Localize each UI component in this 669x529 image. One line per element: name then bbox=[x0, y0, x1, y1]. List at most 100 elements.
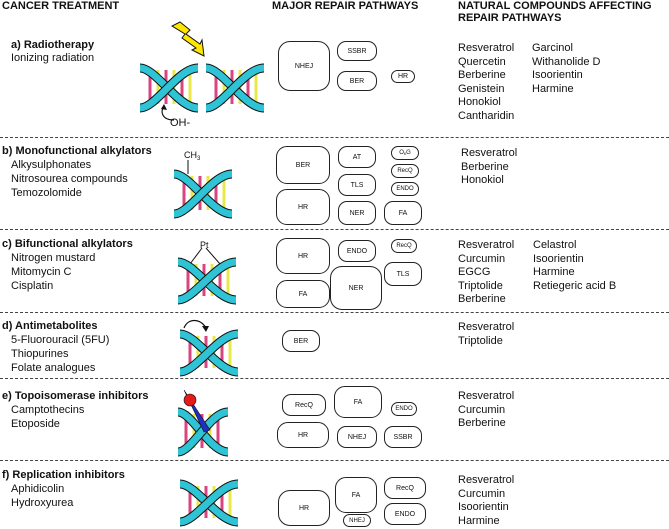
compound-item: Genistein bbox=[458, 82, 505, 95]
lightning-icon bbox=[170, 21, 205, 57]
pathway-hr: HR bbox=[277, 422, 329, 448]
pathway-endo: ENDO bbox=[391, 402, 417, 416]
compound-list-1: Resveratrol Curcumin Isoorientin Harmine bbox=[458, 474, 514, 528]
dna-helix-icon bbox=[179, 319, 239, 377]
compound-item: Resveratrol bbox=[458, 321, 515, 333]
pathway-ber: BER bbox=[276, 146, 330, 184]
dna-helix-icon bbox=[205, 63, 265, 113]
treatment-item: Nitrosourea compounds bbox=[11, 173, 128, 185]
section-title: b) Monofunctional alkylators bbox=[2, 145, 152, 157]
treatment-item: Camptothecins bbox=[11, 404, 85, 416]
compound-item: Resveratrol bbox=[458, 239, 515, 251]
compound-list-2: Garcinol Withanolide D Isoorientin Harmi… bbox=[532, 42, 600, 96]
compound-item: Isoorientin bbox=[533, 252, 584, 265]
treatment-item: Etoposide bbox=[11, 418, 60, 430]
treatment-item: 5-Fluorouracil (5FU) bbox=[11, 334, 110, 346]
header-natural-compounds-1: NATURAL COMPOUNDS AFFECTING bbox=[458, 0, 652, 12]
pathway-ssbr: SSBR bbox=[384, 426, 422, 448]
compound-item: Harmine bbox=[533, 266, 575, 278]
header-major-repair-pathways: MAJOR REPAIR PATHWAYS bbox=[272, 0, 419, 12]
compound-list-1: Resveratrol Berberine Honokiol bbox=[461, 147, 517, 188]
compound-item: Curcumin bbox=[458, 487, 506, 500]
compound-item: Isoorientin bbox=[532, 69, 583, 81]
svg-text:CH3: CH3 bbox=[184, 150, 201, 162]
pathway-fa: FA bbox=[384, 201, 422, 225]
pathway-tls: TLS bbox=[338, 174, 376, 196]
compound-item: Harmine bbox=[458, 514, 500, 527]
compound-item: Quercetin bbox=[458, 55, 506, 68]
compound-item: Honokiol bbox=[461, 174, 504, 186]
pathway-hr: HR bbox=[276, 189, 330, 225]
compound-item: Resveratrol bbox=[461, 147, 518, 159]
compound-item: Garcinol bbox=[532, 42, 573, 54]
pathway-recq: RecQ bbox=[384, 477, 426, 499]
pathway-recq: RecQ bbox=[391, 164, 419, 178]
drug-molecule-icon bbox=[183, 393, 197, 407]
section-title: d) Antimetabolites bbox=[2, 320, 98, 332]
pathway-ner: NER bbox=[330, 266, 382, 310]
compound-item: Triptolide bbox=[458, 334, 503, 347]
pathway-endo: ENDO bbox=[384, 503, 426, 525]
compound-item: Berberine bbox=[458, 69, 506, 81]
compound-item: Berberine bbox=[461, 160, 509, 173]
treatment-item: Cisplatin bbox=[11, 280, 54, 292]
pathway-recq: RecQ bbox=[391, 239, 417, 253]
pathway-nhej: NHEJ bbox=[278, 41, 330, 91]
pathway-ber: BER bbox=[337, 71, 377, 91]
pathway-recq: RecQ bbox=[282, 394, 326, 416]
section-divider bbox=[0, 460, 669, 461]
pathway-tls: TLS bbox=[384, 262, 422, 286]
pathway-ssbr: SSBR bbox=[337, 41, 377, 61]
compound-item: Berberine bbox=[458, 293, 506, 305]
section-title: c) Bifunctional alkylators bbox=[2, 238, 133, 250]
compound-item: Curcumin bbox=[458, 403, 506, 416]
section-divider bbox=[0, 378, 669, 379]
pathway-hr: HR bbox=[278, 490, 330, 526]
pathway-nhej: NHEJ bbox=[337, 426, 377, 448]
section-divider bbox=[0, 312, 669, 313]
pathway-endo: ENDO bbox=[338, 240, 376, 262]
compound-item: Berberine bbox=[458, 417, 506, 429]
pathway-ner: NER bbox=[338, 201, 376, 225]
pathway-fa: FA bbox=[334, 386, 382, 418]
treatment-item: Alkysulphonates bbox=[11, 159, 92, 171]
header-natural-compounds-2: REPAIR PATHWAYS bbox=[458, 12, 562, 24]
compound-item: Resveratrol bbox=[458, 474, 515, 486]
dna-label: OH- bbox=[170, 117, 191, 129]
compound-list-2: Celastrol Isoorientin Harmine Retiegeric… bbox=[533, 239, 616, 293]
treatment-item: Temozolomide bbox=[11, 187, 82, 199]
compound-list-1: Resveratrol Triptolide bbox=[458, 321, 514, 348]
pathway-fa: FA bbox=[276, 280, 330, 308]
compound-item: Resveratrol bbox=[458, 42, 515, 54]
compound-item: Isoorientin bbox=[458, 501, 509, 513]
compound-item: Withanolide D bbox=[532, 55, 601, 68]
compound-item: EGCG bbox=[458, 266, 491, 278]
compound-list-1: Resveratrol Curcumin Berberine bbox=[458, 390, 514, 431]
section-title: f) Replication inhibitors bbox=[2, 469, 125, 481]
pathway-nhej: NHEJ bbox=[343, 514, 371, 527]
treatment-item: Thiopurines bbox=[11, 348, 69, 360]
treatment-item: Mitomycin C bbox=[11, 266, 72, 278]
dna-helix-icon bbox=[176, 389, 229, 457]
curved-arrow-icon bbox=[161, 104, 175, 121]
compound-item: Triptolide bbox=[458, 279, 503, 292]
compound-item: Honokiol bbox=[458, 96, 501, 108]
pathway-fa: FA bbox=[335, 477, 377, 513]
pathway-at: AT bbox=[338, 146, 376, 168]
section-title: e) Topoisomerase inhibitors bbox=[2, 390, 149, 402]
compound-item: Celastrol bbox=[533, 239, 577, 251]
pathway-hr: HR bbox=[276, 238, 330, 274]
dna-helix-icon bbox=[139, 63, 199, 113]
compound-item: Harmine bbox=[532, 82, 574, 95]
compound-list-1: Resveratrol Curcumin EGCG Triptolide Ber… bbox=[458, 239, 514, 307]
pathway-hr: HR bbox=[391, 70, 415, 83]
dna-helix-icon: CH3 bbox=[173, 150, 233, 219]
compound-item: Curcumin bbox=[458, 252, 506, 265]
pathway-ber: BER bbox=[282, 330, 320, 352]
treatment-item: Folate analogues bbox=[11, 362, 96, 374]
dna-helix-icon: Pt bbox=[177, 240, 237, 305]
treatment-item: Hydroxyurea bbox=[11, 497, 74, 509]
compound-list-1: Resveratrol Quercetin Berberine Genistei… bbox=[458, 42, 514, 123]
treatment-item: Ionizing radiation bbox=[11, 52, 95, 64]
